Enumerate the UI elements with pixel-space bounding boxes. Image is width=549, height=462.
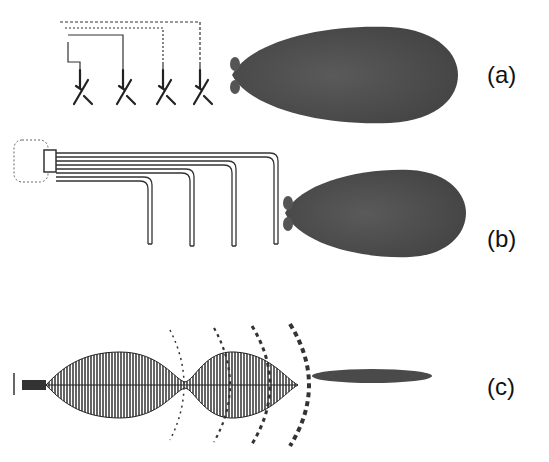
radiation-pattern bbox=[283, 170, 466, 257]
wave-antenna bbox=[14, 352, 298, 418]
feed-lines bbox=[60, 22, 200, 70]
radiation-pattern bbox=[312, 369, 432, 383]
wavefronts bbox=[170, 324, 309, 446]
feed-box bbox=[14, 140, 56, 182]
dipole-elements bbox=[74, 70, 212, 104]
tube-elements bbox=[56, 153, 278, 246]
panel-label: (a) bbox=[487, 61, 516, 89]
panel-label: (b) bbox=[487, 225, 516, 253]
panel-label: (c) bbox=[487, 373, 515, 401]
radiation-pattern bbox=[230, 27, 458, 124]
